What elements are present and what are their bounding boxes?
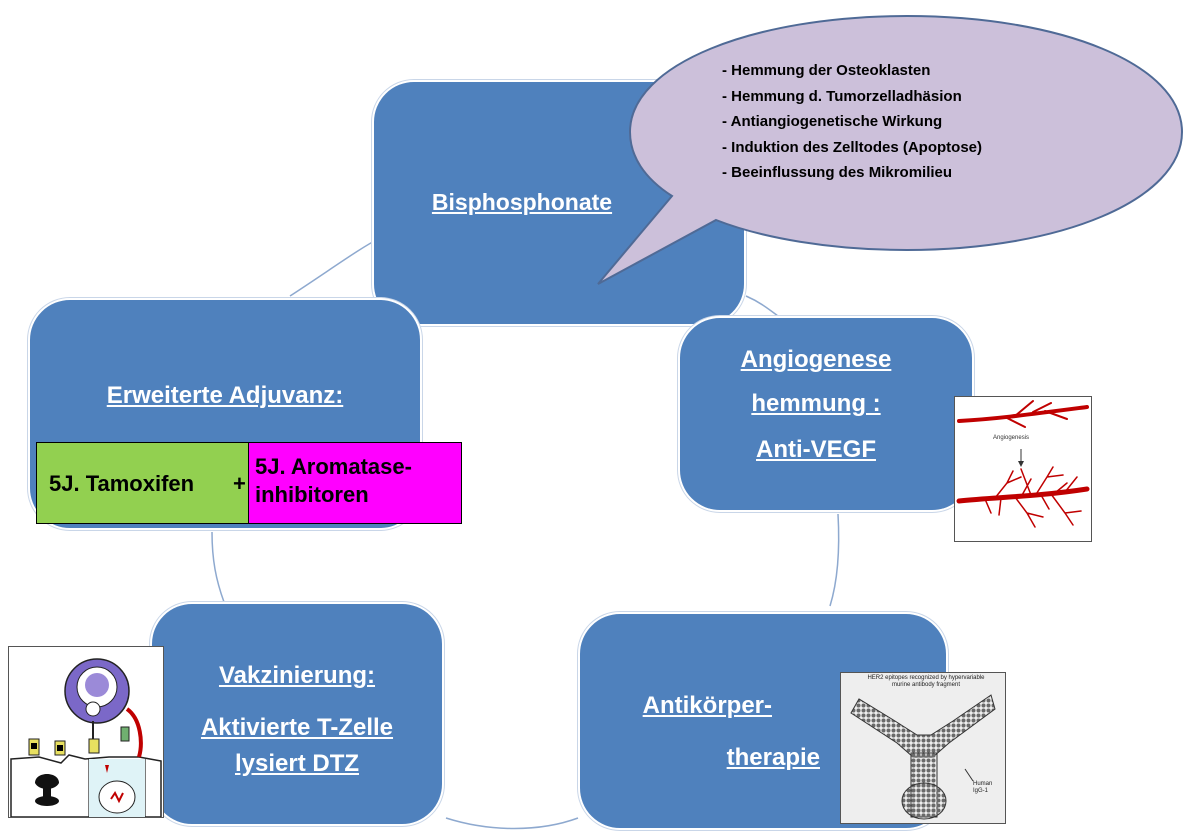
angiogenesis-caption: Angiogenesis — [993, 435, 1030, 441]
tcell-figure — [8, 646, 164, 818]
effect-item: - Hemmung der Osteoklasten — [722, 62, 931, 79]
angiogenese-line1: Angiogenese — [740, 346, 892, 373]
vakzinierung-line1: Vakzinierung: — [218, 662, 376, 689]
effect-item: - Beeinflussung des Mikromilieu — [722, 164, 953, 181]
vakzinierung-line2: Aktivierte T-Zelle — [200, 714, 394, 741]
angiogenese-line2: hemmung : — [751, 390, 881, 417]
vakzinierung-box: Vakzinierung: Aktivierte T-Zelle lysiert… — [150, 602, 444, 826]
aromatase-line1: 5J. Aromatase- — [255, 454, 412, 479]
tamoxifen-label: 5J. Tamoxifen — [49, 471, 195, 496]
antikoerper-line1: Antikörper- — [642, 692, 772, 719]
angiogenesis-figure: Angiogenesis — [954, 396, 1092, 542]
bisphosphonate-label: Bisphosphonate — [431, 189, 613, 215]
aromatase-line2: inhibitoren — [255, 482, 369, 507]
antibody-figure: HER2 epitopes recognized by hypervariabl… — [840, 672, 1006, 824]
antibody-side-label: Human IgG-1 — [973, 781, 993, 794]
antibody-top-label: HER2 epitopes recognized by hypervariabl… — [867, 675, 985, 688]
angiogenese-box: Angiogenese hemmung : Anti-VEGF — [678, 316, 974, 512]
angiogenese-line3: Anti-VEGF — [756, 436, 876, 463]
antibody-structure-icon — [850, 694, 996, 820]
aromatase-cell: 5J. Aromatase- inhibitoren — [248, 442, 462, 524]
effect-item: - Antiangiogenetische Wirkung — [722, 113, 943, 130]
antikoerper-line2: therapie — [726, 744, 820, 771]
blood-vessels-icon — [956, 400, 1090, 528]
tamoxifen-cell: 5J. Tamoxifen + — [36, 442, 250, 524]
plus-sign: + — [233, 471, 246, 496]
effects-list: - Hemmung der Osteoklasten - Hemmung d. … — [722, 58, 982, 186]
tcell-lysis-icon — [10, 658, 162, 817]
effect-item: - Induktion des Zelltodes (Apoptose) — [722, 138, 982, 156]
bisphosphonate-box: Bisphosphonate — [372, 80, 746, 326]
vakzinierung-line3: lysiert DTZ — [234, 750, 360, 777]
effect-item: - Hemmung d. Tumorzelladhäsion — [722, 87, 962, 105]
adjuvanz-label: Erweiterte Adjuvanz: — [106, 382, 344, 409]
